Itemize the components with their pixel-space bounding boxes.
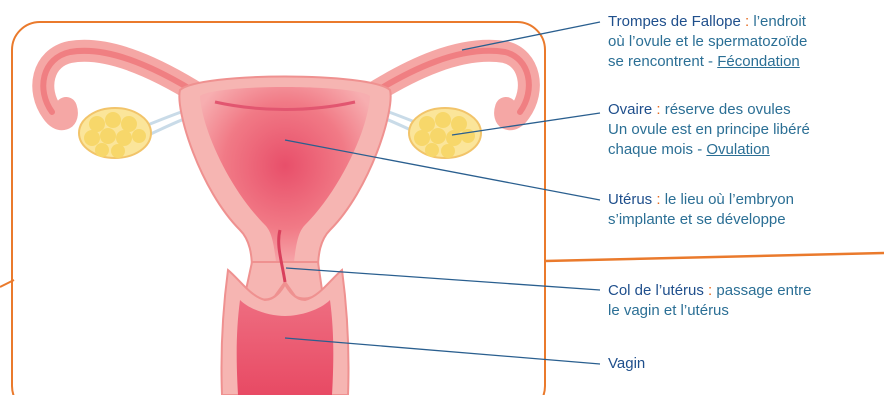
label-trompes-line1: Trompes de Fallope : l’endroit — [608, 12, 807, 32]
label-trompes-line3-text: se rencontrent - — [608, 53, 717, 70]
label-ovaire-line1-rest: réserve des ovules — [665, 101, 791, 118]
left-ovary — [79, 108, 151, 158]
label-trompes-sep: : — [741, 13, 754, 30]
label-col-line2: le vagin et l’utérus — [608, 301, 811, 321]
label-vagin-term: Vagin — [608, 355, 645, 372]
label-trompes: Trompes de Fallope : l’endroit où l’ovul… — [608, 12, 807, 72]
label-uterus-line1: Utérus : le lieu où l’embryon — [608, 190, 794, 210]
label-ovaire-term: Ovaire — [608, 101, 652, 118]
label-col-term: Col de l’utérus — [608, 282, 704, 299]
vagina — [221, 270, 348, 395]
label-uterus-line1-rest: le lieu où l’embryon — [665, 191, 794, 208]
label-ovaire-sep: : — [652, 101, 665, 118]
label-ovaire-line3-text: chaque mois - — [608, 141, 706, 158]
label-trompes-line1-rest: l’endroit — [753, 13, 806, 30]
label-trompes-line2: où l’ovule et le spermatozoïde — [608, 32, 807, 52]
label-col-sep: : — [704, 282, 717, 299]
label-ovaire-line2: Un ovule est en principe libéré — [608, 120, 810, 140]
fecondation-link[interactable]: Fécondation — [717, 53, 800, 70]
label-col-line1-rest: passage entre — [716, 282, 811, 299]
label-uterus-term: Utérus — [608, 191, 652, 208]
label-trompes-term: Trompes de Fallope — [608, 13, 741, 30]
label-vagin-line1: Vagin — [608, 354, 645, 374]
label-ovaire-line1: Ovaire : réserve des ovules — [608, 100, 810, 120]
label-uterus-line2: s’implante et se développe — [608, 210, 794, 230]
label-ovaire: Ovaire : réserve des ovules Un ovule est… — [608, 100, 810, 160]
label-col: Col de l’utérus : passage entre le vagin… — [608, 281, 811, 321]
label-uterus: Utérus : le lieu où l’embryon s’implante… — [608, 190, 794, 230]
frame-right-rule — [545, 253, 884, 261]
right-ovary — [409, 108, 481, 158]
label-vagin: Vagin — [608, 354, 645, 374]
label-ovaire-line3: chaque mois - Ovulation — [608, 140, 810, 160]
ovulation-link[interactable]: Ovulation — [706, 141, 769, 158]
uterus — [179, 77, 390, 271]
label-uterus-sep: : — [652, 191, 665, 208]
label-trompes-line3: se rencontrent - Fécondation — [608, 52, 807, 72]
label-col-line1: Col de l’utérus : passage entre — [608, 281, 811, 301]
